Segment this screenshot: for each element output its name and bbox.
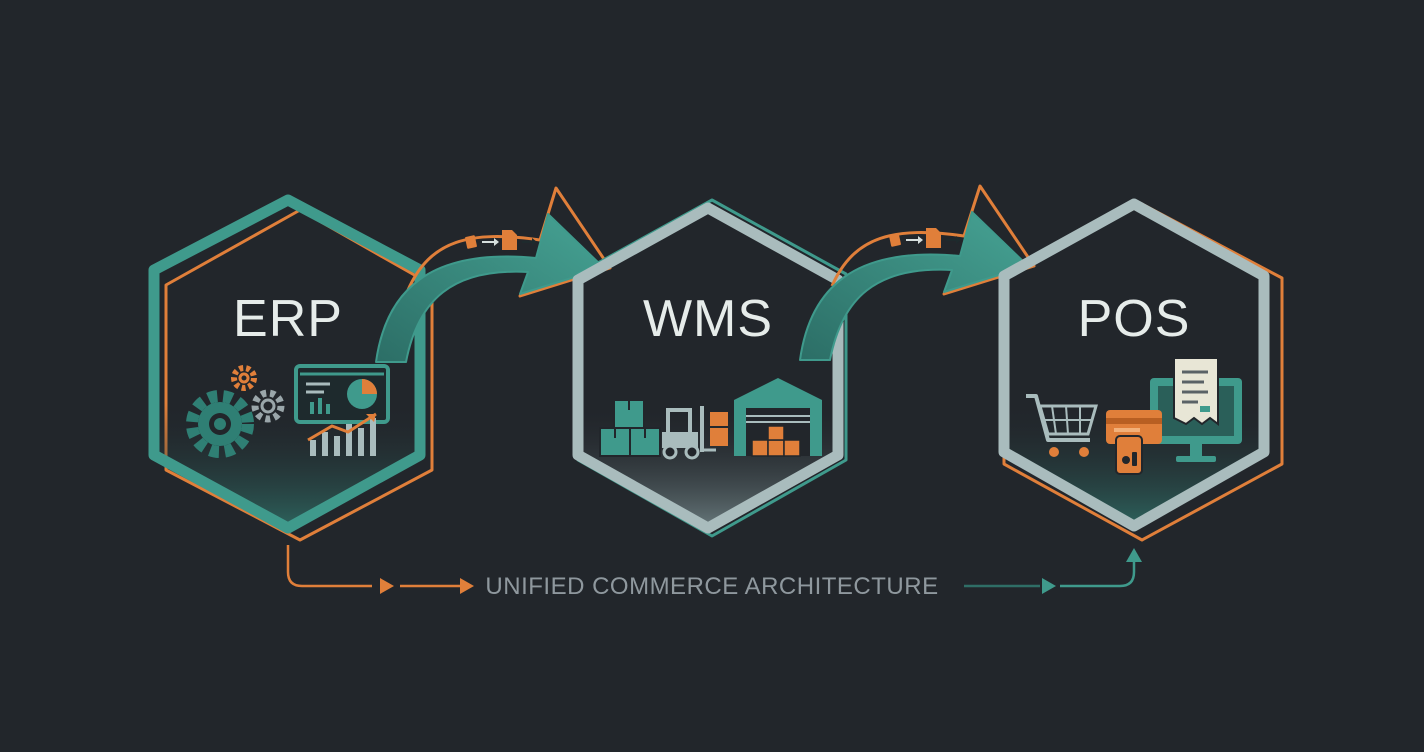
document-flow-icon: [889, 228, 961, 248]
warehouse-icon: [734, 378, 822, 457]
footer-connector-right: [1060, 560, 1136, 588]
pos-hexagon: [998, 198, 1270, 532]
wms-title: WMS: [643, 290, 773, 348]
footer-label: UNIFIED COMMERCE ARCHITECTURE: [485, 573, 938, 600]
credit-card-icon: [1106, 410, 1162, 475]
receipt-icon: [1173, 357, 1219, 426]
arrow-body: [375, 213, 605, 363]
pos-node: POS: [998, 198, 1284, 542]
pos-title: POS: [1078, 290, 1191, 348]
wms-hexagon: [572, 202, 844, 534]
footer-flow: UNIFIED COMMERCE ARCHITECTURE: [286, 545, 1142, 600]
gear-icon: [186, 390, 254, 458]
arrow-up-icon: [1126, 548, 1142, 562]
erp-node: ERP: [148, 194, 434, 542]
erp-title: ERP: [233, 290, 343, 348]
footer-connector-left: [286, 545, 372, 588]
flow-arrow-erp-to-wms: [375, 186, 612, 363]
shopping-cart-icon: [1026, 394, 1098, 457]
small-gear-icon: [251, 389, 285, 423]
arrow-body: [799, 211, 1029, 361]
forklift-icon: [662, 406, 728, 460]
arrow-right-icon: [380, 578, 394, 594]
boxes-icon: [599, 399, 661, 457]
orange-gear-icon: [231, 365, 257, 391]
arrow-right-icon: [1042, 578, 1056, 594]
wms-node: WMS: [572, 198, 848, 538]
document-flow-icon: [465, 230, 537, 250]
growth-chart-icon: [307, 412, 377, 456]
flow-arrow-wms-to-pos: [799, 184, 1036, 361]
dashboard-icon: [294, 364, 390, 424]
arrow-right-icon: [460, 578, 474, 594]
